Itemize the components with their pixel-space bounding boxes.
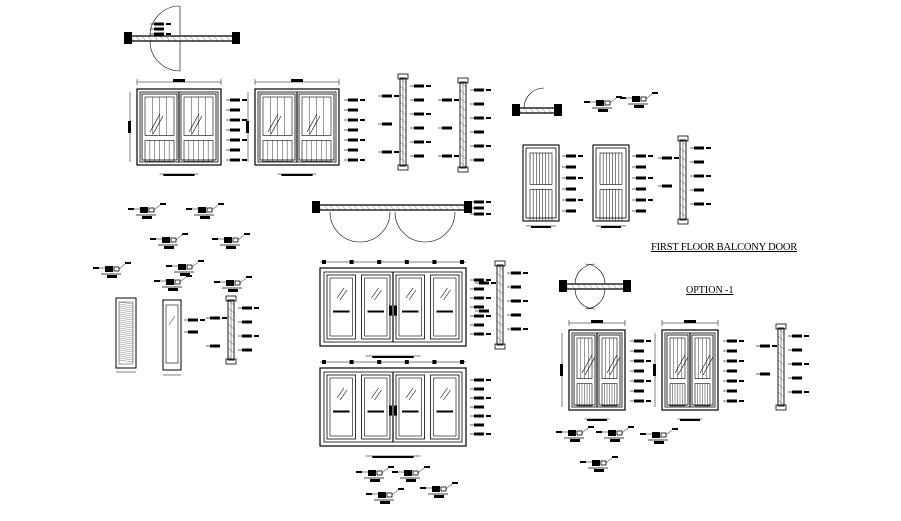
option-door-1 xyxy=(560,320,651,421)
plan-middle-tags xyxy=(470,200,491,216)
detail-b xyxy=(620,92,658,108)
plan-middle xyxy=(312,201,472,243)
section-3 xyxy=(658,135,711,225)
detail-n xyxy=(580,456,618,472)
section-1 xyxy=(378,73,431,171)
detail-k xyxy=(556,426,594,442)
detail-h xyxy=(166,260,204,276)
single-door-1 xyxy=(522,144,583,228)
detail-a xyxy=(584,96,622,112)
option-door-2 xyxy=(653,320,744,421)
plan-top-left-tags xyxy=(150,22,171,36)
detail-i xyxy=(154,275,192,291)
door-elevation-2 xyxy=(246,79,365,176)
section-option xyxy=(756,323,809,411)
glazed-elevation-left xyxy=(162,299,205,376)
detail-c xyxy=(128,203,166,219)
section-left xyxy=(206,295,259,365)
option-title: OPTION -1 xyxy=(686,285,734,296)
detail-q xyxy=(366,488,404,504)
section-center xyxy=(475,260,528,350)
section-2 xyxy=(438,77,491,173)
plan-top-left xyxy=(124,5,240,72)
detail-j xyxy=(214,276,252,292)
detail-f xyxy=(212,233,250,249)
fourleaf-elevation-2 xyxy=(319,360,491,458)
drawing-title: FIRST FLOOR BALCONY DOOR xyxy=(651,242,798,253)
plan-right xyxy=(559,263,631,310)
detail-d xyxy=(186,203,224,219)
detail-g xyxy=(93,262,131,278)
detail-m xyxy=(640,428,678,444)
fourleaf-elevation-1 xyxy=(319,260,491,358)
detail-l xyxy=(596,426,634,442)
panel-elevation-left xyxy=(115,297,137,373)
detail-e xyxy=(150,233,188,249)
plan-small xyxy=(512,87,562,116)
detail-r xyxy=(420,482,458,498)
single-door-2 xyxy=(592,144,653,228)
detail-o xyxy=(356,466,394,482)
door-elevation-1 xyxy=(128,79,247,176)
detail-p xyxy=(392,466,430,482)
